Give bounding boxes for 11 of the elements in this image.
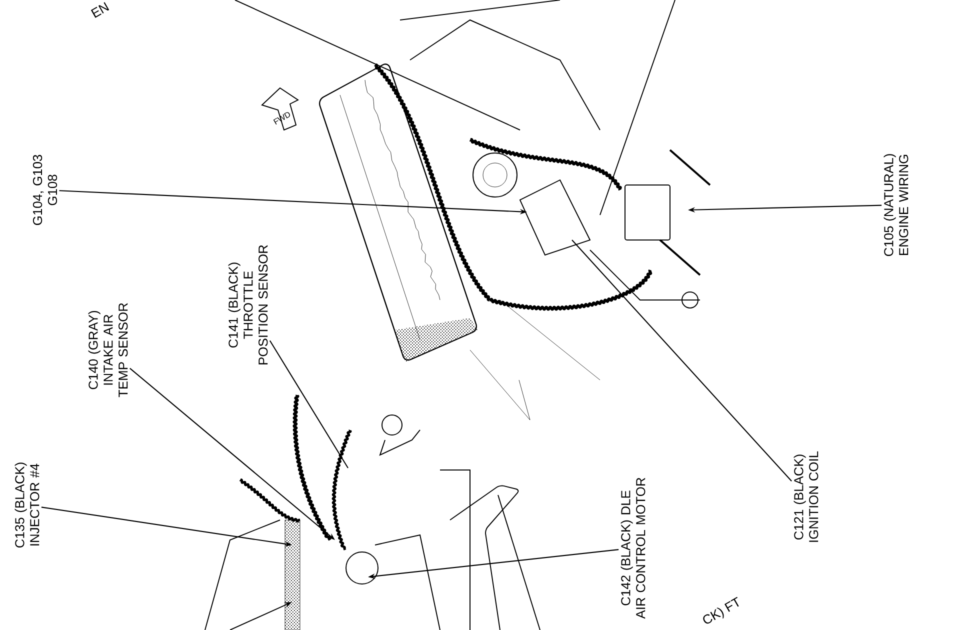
callout-label: EN bbox=[90, 2, 110, 18]
callout-label: C141 (BLACK) THROTTLE POSITION SENSOR bbox=[228, 245, 268, 364]
callout-label: CK) FT bbox=[703, 596, 739, 624]
callout-label: C142 (BLACK) DLE AIR CONTROL MOTOR bbox=[620, 478, 646, 619]
callout-label: C140 (GRAY) INTAKE AIR TEMP SENSOR bbox=[88, 303, 128, 398]
callout-label: C135 (BLACK) INJECTOR #4 bbox=[14, 462, 40, 548]
leader-line bbox=[572, 240, 792, 482]
leader-line bbox=[269, 340, 348, 468]
callout-label: C121 (BLACK) IGNITION COIL bbox=[794, 451, 818, 542]
callout-label: C105 (NATURAL) ENGINE WIRING bbox=[884, 154, 908, 256]
callout-label: G104, G103 G108 bbox=[32, 154, 58, 225]
